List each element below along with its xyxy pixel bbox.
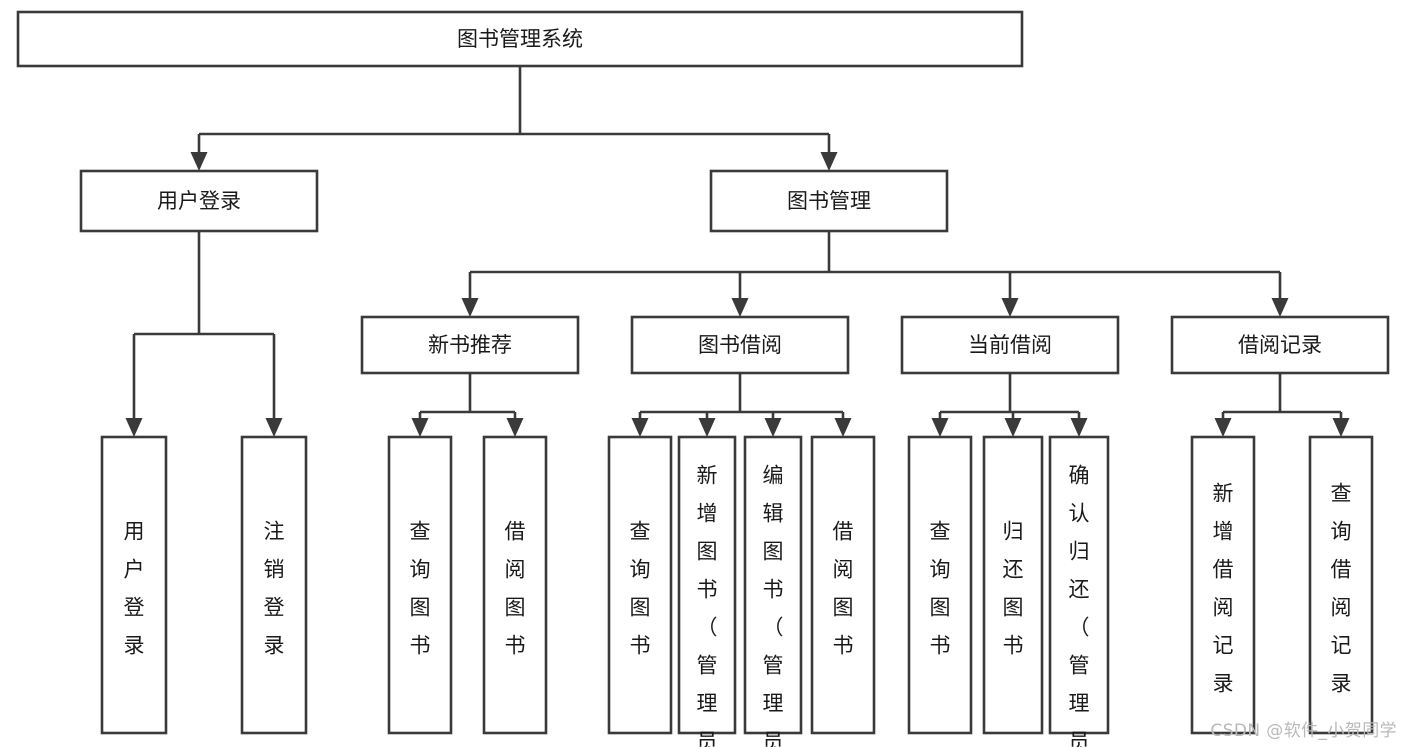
node-leaf-query-book-current[interactable]: 查询图书 <box>907 435 973 735</box>
node-box-book-management <box>709 169 949 233</box>
node-label-book-borrow: 图书借阅 <box>698 333 782 357</box>
node-label-leaf-query-book-rec: 查询图书 <box>410 520 431 658</box>
node-label-leaf-query-borrow-record: 查询借阅记录 <box>1331 482 1352 696</box>
node-current-borrow[interactable]: 当前借阅 <box>900 315 1120 375</box>
node-box-leaf-borrow-book <box>810 435 876 735</box>
node-leaf-borrow-book[interactable]: 借阅图书 <box>810 435 876 735</box>
bm-to-borrow-record-arrowhead <box>1271 298 1289 317</box>
node-leaf-edit-book-admin[interactable]: 编辑图书（管理员） <box>743 435 803 747</box>
book-borrow-to-leaf-query-book-borrow-arrowhead <box>631 418 649 437</box>
borrow-record-to-leaf-query-borrow-record-arrowhead <box>1332 418 1350 437</box>
root-to-book-management-arrowhead <box>820 152 838 171</box>
new-book-recommend-to-leaf-query-book-rec-arrowhead <box>411 418 429 437</box>
node-book-borrow[interactable]: 图书借阅 <box>630 315 850 375</box>
node-box-leaf-query-borrow-record <box>1308 435 1374 735</box>
root-to-user-login-arrowhead <box>190 152 208 171</box>
node-leaf-query-book-rec[interactable]: 查询图书 <box>387 435 453 735</box>
node-system-root[interactable]: 图书管理系统 <box>16 10 1024 68</box>
node-box-leaf-add-borrow-record <box>1190 435 1256 735</box>
node-leaf-query-book-borrow[interactable]: 查询图书 <box>607 435 673 735</box>
node-label-borrow-record: 借阅记录 <box>1238 333 1322 357</box>
node-box-leaf-logout <box>240 435 308 735</box>
current-borrow-to-leaf-return-book-arrowhead <box>1004 418 1022 437</box>
node-label-leaf-add-book-admin: 新增图书（管理员） <box>697 464 718 747</box>
node-box-user-login <box>79 169 319 233</box>
node-label-current-borrow: 当前借阅 <box>968 333 1052 357</box>
current-borrow-to-leaf-query-book-current-arrowhead <box>931 418 949 437</box>
node-leaf-logout[interactable]: 注销登录 <box>240 435 308 735</box>
node-label-leaf-query-book-borrow: 查询图书 <box>630 520 651 658</box>
node-box-leaf-query-book-rec <box>387 435 453 735</box>
node-box-leaf-add-book-admin <box>677 435 737 735</box>
node-label-book-management: 图书管理 <box>787 189 871 213</box>
node-box-book-borrow <box>630 315 850 375</box>
node-box-leaf-user-login <box>100 435 168 735</box>
node-new-book-recommend[interactable]: 新书推荐 <box>360 315 580 375</box>
node-label-leaf-user-login: 用户登录 <box>124 520 145 658</box>
node-label-leaf-confirm-return-admin: 确认归还（管理员） <box>1069 464 1090 747</box>
node-box-borrow-record <box>1170 315 1390 375</box>
book-borrow-to-leaf-borrow-book-arrowhead <box>834 418 852 437</box>
user-login-to-leaf-logout-arrowhead <box>265 418 283 437</box>
book-borrow-to-leaf-edit-book-admin-arrowhead <box>764 418 782 437</box>
bm-to-book-borrow-arrowhead <box>731 298 749 317</box>
book-borrow-to-leaf-add-book-admin-arrowhead <box>698 418 716 437</box>
node-leaf-user-login[interactable]: 用户登录 <box>100 435 168 735</box>
node-box-leaf-return-book <box>982 435 1044 735</box>
node-label-leaf-borrow-book: 借阅图书 <box>833 520 854 658</box>
node-box-leaf-query-book-borrow <box>607 435 673 735</box>
node-box-leaf-edit-book-admin <box>743 435 803 735</box>
node-leaf-add-book-admin[interactable]: 新增图书（管理员） <box>677 435 737 747</box>
node-leaf-confirm-return-admin[interactable]: 确认归还（管理员） <box>1048 435 1110 747</box>
node-box-leaf-borrow-book-rec <box>482 435 548 735</box>
node-box-current-borrow <box>900 315 1120 375</box>
node-borrow-record[interactable]: 借阅记录 <box>1170 315 1390 375</box>
node-layer: 图书管理系统用户登录图书管理新书推荐图书借阅当前借阅借阅记录用户登录注销登录查询… <box>16 10 1390 747</box>
node-box-system-root <box>16 10 1024 68</box>
node-label-new-book-recommend: 新书推荐 <box>428 333 512 357</box>
current-borrow-to-leaf-confirm-return-admin-arrowhead <box>1070 418 1088 437</box>
node-user-login[interactable]: 用户登录 <box>79 169 319 233</box>
bm-to-new-book-recommend-arrowhead <box>461 298 479 317</box>
node-label-leaf-query-book-current: 查询图书 <box>930 520 951 658</box>
node-leaf-query-borrow-record[interactable]: 查询借阅记录 <box>1308 435 1374 735</box>
node-book-management[interactable]: 图书管理 <box>709 169 949 233</box>
node-label-leaf-borrow-book-rec: 借阅图书 <box>505 520 526 658</box>
node-box-new-book-recommend <box>360 315 580 375</box>
node-label-leaf-add-borrow-record: 新增借阅记录 <box>1213 482 1234 696</box>
node-box-leaf-confirm-return-admin <box>1048 435 1110 735</box>
node-label-leaf-edit-book-admin: 编辑图书（管理员） <box>763 464 784 747</box>
node-leaf-add-borrow-record[interactable]: 新增借阅记录 <box>1190 435 1256 735</box>
node-label-user-login: 用户登录 <box>157 189 241 213</box>
node-label-leaf-logout: 注销登录 <box>264 520 285 658</box>
borrow-record-to-leaf-add-borrow-record-arrowhead <box>1214 418 1232 437</box>
connector-layer <box>125 66 1350 437</box>
new-book-recommend-to-leaf-borrow-book-rec-arrowhead <box>506 418 524 437</box>
watermark-text: CSDN @软件_小贺同学 <box>1210 721 1397 741</box>
node-leaf-return-book[interactable]: 归还图书 <box>982 435 1044 735</box>
node-leaf-borrow-book-rec[interactable]: 借阅图书 <box>482 435 548 735</box>
node-label-system-root: 图书管理系统 <box>457 27 583 51</box>
bm-to-current-borrow-arrowhead <box>1001 298 1019 317</box>
node-label-leaf-return-book: 归还图书 <box>1003 520 1024 658</box>
node-box-leaf-query-book-current <box>907 435 973 735</box>
user-login-to-leaf-user-login-arrowhead <box>125 418 143 437</box>
